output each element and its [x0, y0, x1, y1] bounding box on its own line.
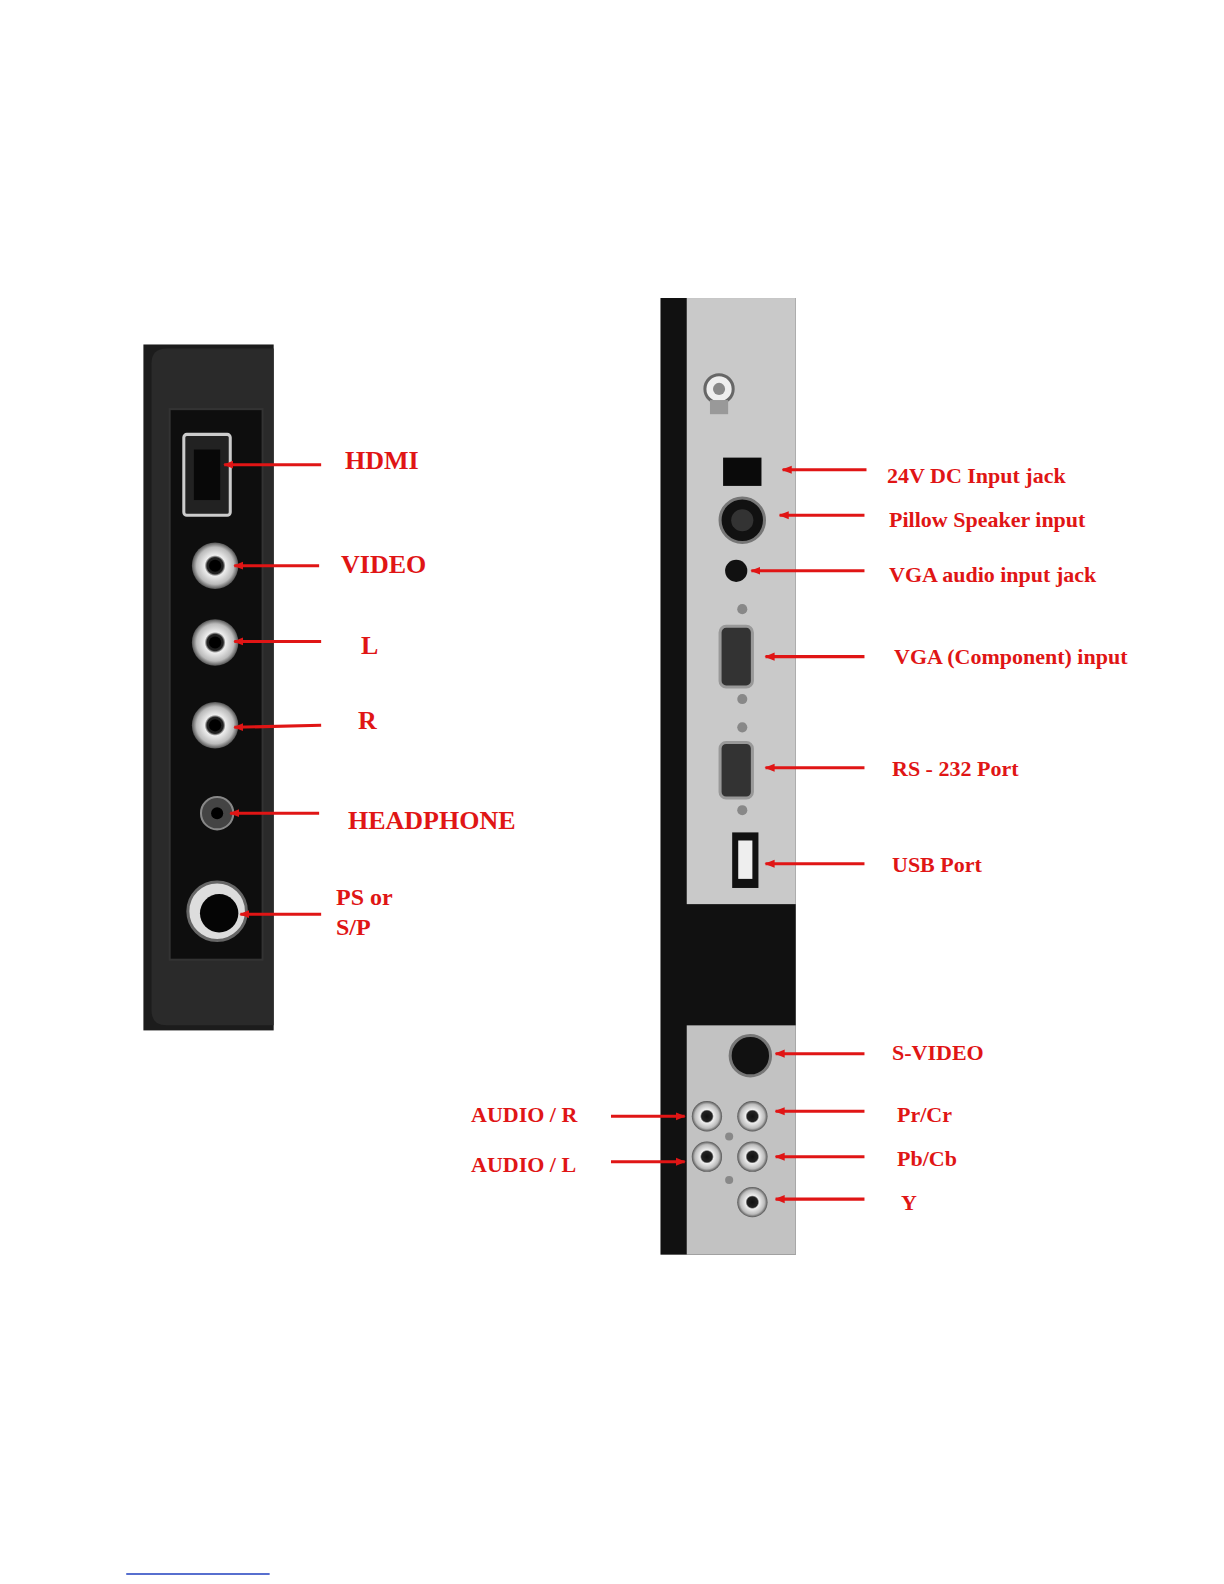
port-label: USB Port [892, 851, 982, 879]
port-label: VGA audio input jack [889, 561, 1096, 589]
port-label: Pr/Cr [897, 1101, 952, 1129]
port-label: AUDIO / L [471, 1151, 576, 1179]
port-label: Y [901, 1189, 917, 1217]
port-label: VIDEO [341, 549, 426, 582]
port-label: VGA (Component) input [894, 643, 1127, 671]
port-label: HEADPHONE [348, 805, 516, 838]
port-label: PS or S/P [336, 882, 417, 942]
port-label: 24V DC Input jack [887, 462, 1066, 490]
port-label: AUDIO / R [471, 1101, 577, 1129]
port-label: Pillow Speaker input [889, 506, 1085, 534]
port-label: Pb/Cb [897, 1145, 957, 1173]
port-label: RS - 232 Port [892, 755, 1018, 783]
port-label: S-VIDEO [892, 1039, 984, 1067]
port-label: L [361, 630, 378, 663]
port-label: R [358, 705, 377, 738]
port-label: HDMI [345, 445, 419, 478]
